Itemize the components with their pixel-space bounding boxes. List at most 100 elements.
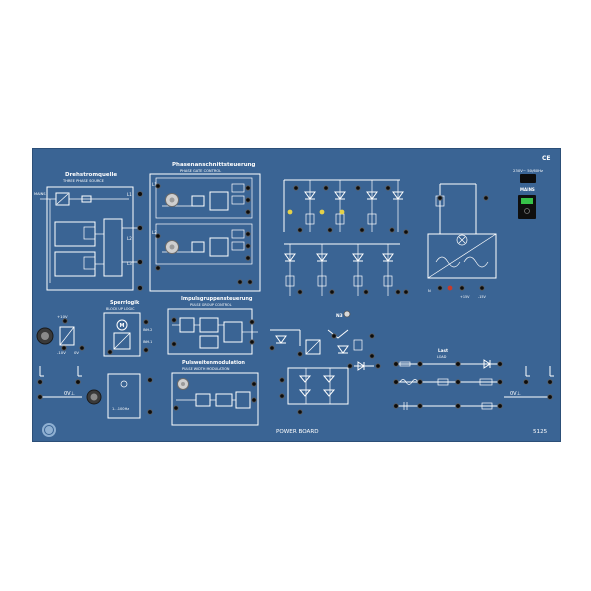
socket[interactable]	[375, 363, 381, 369]
socket[interactable]	[245, 255, 251, 261]
pwm-title-en: PULSE WIDTH MODULATION	[182, 367, 230, 371]
socket[interactable]	[363, 289, 369, 295]
pulse-group-control-section: Impulsgruppensteuerung PULSE GROUP CONTR…	[167, 296, 258, 355]
socket[interactable]	[155, 233, 161, 239]
socket[interactable]	[251, 397, 257, 403]
socket[interactable]	[245, 231, 251, 237]
socket[interactable]	[393, 403, 399, 409]
socket[interactable]	[249, 319, 255, 325]
socket[interactable]	[297, 289, 303, 295]
socket[interactable]	[369, 353, 375, 359]
phase-gate-control-section: Phasenanschnittsteuerung PHASE GATE CONT…	[149, 162, 261, 292]
socket[interactable]	[455, 361, 461, 367]
socket[interactable]	[437, 285, 443, 291]
three-phase-source-section: Drehstromquelle THREE PHASE SOURCE MAINS…	[34, 172, 143, 291]
load-title-en: LOAD	[437, 355, 447, 359]
socket[interactable]	[437, 195, 443, 201]
ov-right-label: 0V⊥	[510, 391, 521, 397]
transformer-frame	[427, 233, 497, 279]
socket[interactable]	[249, 339, 255, 345]
socket[interactable]	[79, 345, 85, 351]
l1-label-source: L1	[127, 192, 132, 197]
load-section: Last LOAD	[393, 348, 503, 410]
socket[interactable]	[417, 403, 423, 409]
socket[interactable]	[137, 285, 143, 291]
socket[interactable]	[171, 341, 177, 347]
plus10v-label: +10V	[57, 314, 68, 319]
socket[interactable]	[62, 318, 68, 324]
socket[interactable]	[393, 379, 399, 385]
socket[interactable]	[247, 279, 253, 285]
socket[interactable]	[147, 377, 153, 383]
socket[interactable]	[385, 185, 391, 191]
socket[interactable]	[479, 285, 485, 291]
socket[interactable]	[455, 403, 461, 409]
pwm-frame	[171, 372, 259, 426]
socket[interactable]	[269, 345, 275, 351]
socket[interactable]	[403, 289, 409, 295]
socket[interactable]	[323, 185, 329, 191]
socket[interactable]	[137, 191, 143, 197]
three-phase-title-de: Drehstromquelle	[65, 172, 117, 178]
socket[interactable]	[155, 183, 161, 189]
socket[interactable]	[173, 405, 179, 411]
socket[interactable]	[417, 361, 423, 367]
socket[interactable]	[143, 347, 149, 353]
socket[interactable]	[155, 265, 161, 271]
socket[interactable]	[279, 393, 285, 399]
l2-label-source: L2	[127, 236, 132, 241]
phase-gate-title-en: PHASE GATE CONTROL	[180, 169, 221, 173]
socket[interactable]	[147, 409, 153, 415]
socket[interactable]	[293, 185, 299, 191]
socket[interactable]	[75, 379, 81, 385]
socket[interactable]	[137, 225, 143, 231]
socket[interactable]	[37, 379, 43, 385]
socket[interactable]	[107, 349, 113, 355]
socket[interactable]	[297, 351, 303, 357]
mains-voltage-label: 230V~ 50/60Hz	[513, 168, 543, 173]
socket[interactable]	[245, 209, 251, 215]
socket[interactable]	[237, 279, 243, 285]
block-up-frame	[103, 312, 141, 357]
socket[interactable]	[245, 243, 251, 249]
socket[interactable]	[171, 317, 177, 323]
socket[interactable]	[329, 289, 335, 295]
socket[interactable]	[251, 381, 257, 387]
socket[interactable]	[497, 403, 503, 409]
power-board-label: POWER BOARD	[276, 429, 319, 435]
socket[interactable]	[369, 333, 375, 339]
socket[interactable]	[355, 185, 361, 191]
socket[interactable]	[143, 319, 149, 325]
phase-gate-title-de: Phasenanschnittsteuerung	[172, 162, 256, 168]
socket[interactable]	[331, 333, 337, 339]
pwm-title-de: Pulsweitenmodulation	[182, 360, 245, 366]
pulse-group-frame	[167, 308, 253, 355]
l1-label-gate: L1	[152, 182, 157, 187]
socket[interactable]	[455, 379, 461, 385]
socket[interactable]	[137, 259, 143, 265]
socket[interactable]	[61, 345, 67, 351]
socket[interactable]	[245, 185, 251, 191]
socket[interactable]	[245, 197, 251, 203]
socket[interactable]	[417, 379, 423, 385]
socket[interactable]	[483, 195, 489, 201]
socket[interactable]	[459, 285, 465, 291]
socket[interactable]	[393, 361, 399, 367]
socket[interactable]	[523, 379, 529, 385]
socket[interactable]	[389, 227, 395, 233]
socket[interactable]	[497, 361, 503, 367]
socket[interactable]	[497, 379, 503, 385]
ov-left-label: 0V⊥	[64, 391, 75, 397]
socket[interactable]	[279, 377, 285, 383]
socket[interactable]	[297, 227, 303, 233]
socket[interactable]	[547, 394, 553, 400]
socket[interactable]	[547, 379, 553, 385]
socket[interactable]	[327, 227, 333, 233]
fuse-holder[interactable]	[343, 310, 351, 318]
socket[interactable]	[395, 289, 401, 295]
socket[interactable]	[359, 227, 365, 233]
socket[interactable]	[37, 394, 43, 400]
socket[interactable]	[347, 363, 353, 369]
socket[interactable]	[297, 409, 303, 415]
socket[interactable]	[403, 229, 409, 235]
